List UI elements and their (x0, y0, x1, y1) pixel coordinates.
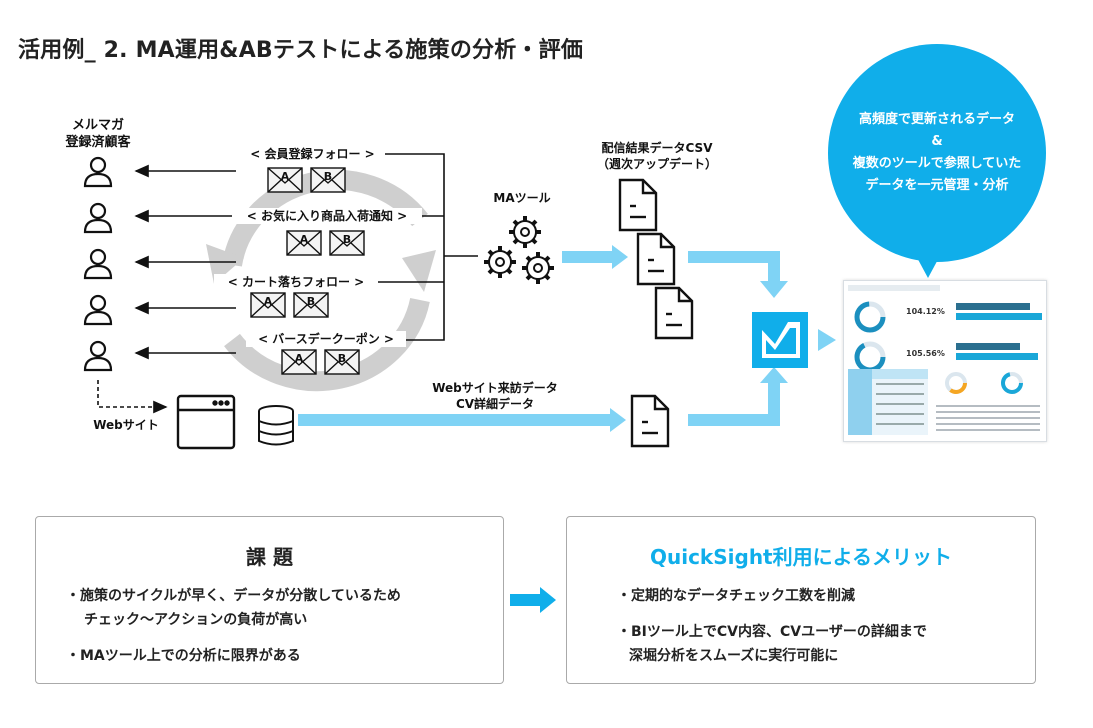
merit-panel: QuickSight利用によるメリット ・定期的なデータチェック工数を削減 ・B… (566, 516, 1036, 684)
person-icon (83, 294, 113, 326)
envelope-icon (286, 230, 322, 256)
envelope-icon (250, 292, 286, 318)
bubble-line: 複数のツールで参照していた (852, 156, 1022, 171)
document-icon (630, 394, 670, 448)
csv-label: 配信結果データCSV （週次アップデート） (582, 140, 732, 172)
envelope-variant-a: A (299, 233, 309, 246)
campaign-label: < カート落ちフォロー > (214, 274, 378, 290)
info-bubble: 高頻度で更新されるデータ & 複数のツールで参照していた データを一元管理・分析 (828, 44, 1046, 262)
document-icons (618, 178, 694, 448)
browser-window-icon (176, 394, 236, 450)
envelope-variant-b: B (323, 170, 333, 183)
merit-bullet: ・BIツール上でCV内容、CVユーザーの詳細まで (617, 624, 927, 640)
envelope-icons (250, 167, 365, 375)
campaign-label: < バースデークーポン > (246, 331, 406, 347)
website-label: Webサイト (93, 418, 159, 432)
web-data-label-line1: Webサイト来訪データ (432, 381, 558, 395)
ma-bracket (376, 153, 478, 341)
envelope-variant-a: A (263, 295, 273, 308)
document-icon (636, 232, 676, 286)
data-table (936, 405, 1040, 435)
envelope-icon (310, 167, 346, 193)
person-icon (83, 340, 113, 372)
person-icon (83, 248, 113, 280)
bar (956, 353, 1038, 360)
customers-label: メルマガ 登録済顧客 (62, 117, 134, 151)
envelope-icon (281, 349, 317, 375)
envelope-variant-b: B (342, 233, 352, 246)
donut-chart (854, 301, 886, 333)
merit-panel-title: QuickSight利用によるメリット (649, 545, 953, 569)
person-icon (83, 202, 113, 234)
database-icon (258, 405, 294, 446)
campaign-label: < お気に入り商品入荷通知 > (232, 208, 422, 224)
person-icon (83, 156, 113, 188)
website-dashed-arrow (97, 380, 168, 414)
kpi-value: 104.12% (906, 307, 945, 316)
envelope-variant-a: A (294, 352, 304, 365)
problem-panel: 課 題 ・施策のサイクルが早く、データが分散しているため チェック〜アクションの… (35, 516, 504, 684)
problem-panel-title: 課 題 (246, 545, 293, 569)
campaign-label: < 会員登録フォロー > (240, 146, 385, 162)
merit-bullet: ・定期的なデータチェック工数を削減 (617, 588, 855, 604)
donut-chart-row (945, 372, 1023, 394)
envelope-variant-b: B (337, 352, 347, 365)
problem-bullet-continuation: チェック〜アクションの負荷が高い (84, 612, 308, 628)
customers-label-line1: メルマガ (71, 118, 124, 133)
customers-label-line2: 登録済顧客 (65, 135, 131, 150)
envelope-icon (329, 230, 365, 256)
delivery-arrows (134, 164, 236, 360)
customer-icons (83, 156, 113, 372)
envelope-variant-a: A (280, 170, 290, 183)
web-data-label: Webサイト来訪データ CV詳細データ (410, 380, 580, 412)
document-icon (654, 286, 694, 340)
document-icon (618, 178, 658, 232)
csv-label-line2: （週次アップデート） (596, 157, 717, 171)
bubble-line: データを一元管理・分析 (865, 178, 1009, 193)
bubble-line: 高頻度で更新されるデータ (858, 112, 1015, 127)
gear-icon (484, 216, 554, 284)
envelope-variant-b: B (306, 295, 316, 308)
data-flow-arrows (298, 245, 836, 432)
bubble-line: & (931, 134, 943, 149)
csv-label-line1: 配信結果データCSV (601, 141, 713, 155)
bar (956, 343, 1020, 350)
problem-bullet: ・施策のサイクルが早く、データが分散しているため (66, 588, 401, 604)
ma-tool-label: MAツール (493, 191, 551, 205)
merit-bullet-continuation: 深堀分析をスムーズに実行可能に (629, 648, 839, 664)
bar (956, 303, 1030, 310)
envelope-icon (267, 167, 303, 193)
page-title: 活用例_ 2. MA運用&ABテストによる施策の分析・評価 (18, 38, 584, 63)
dashboard-thumbnail: 104.12% 105.56% (843, 280, 1047, 442)
quicksight-logo (752, 312, 808, 368)
kpi-value: 105.56% (906, 349, 945, 358)
right-arrow-icon (510, 587, 556, 613)
bar (956, 313, 1042, 320)
envelope-icon (293, 292, 329, 318)
envelope-icon (324, 349, 360, 375)
web-data-label-line2: CV詳細データ (455, 397, 535, 411)
cycle-arrows (206, 169, 436, 392)
dashboard-header (848, 285, 940, 291)
heatmap-table (848, 369, 928, 435)
problem-bullet: ・MAツール上での分析に限界がある (66, 648, 301, 664)
